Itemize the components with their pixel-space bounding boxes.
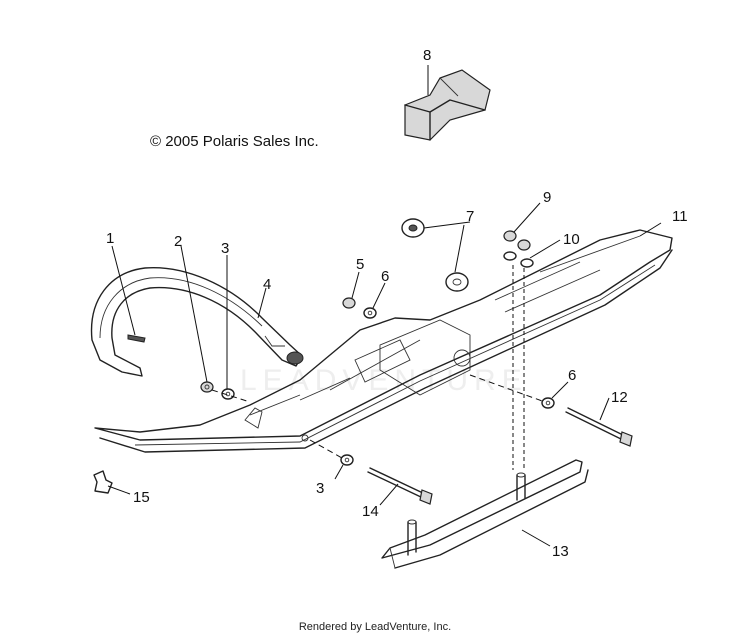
callout-15: 15 [133, 489, 150, 506]
part-10-washers [503, 251, 534, 268]
callout-14: 14 [362, 503, 379, 520]
part-5-nut [342, 297, 356, 309]
part-13-carbide-runner [381, 459, 589, 569]
callout-10: 10 [563, 231, 580, 248]
part-1-clip [127, 334, 146, 343]
footer-rendered-by: Rendered by LeadVenture, Inc. [298, 621, 452, 633]
callout-13: 13 [552, 543, 569, 560]
part-6-washer-lower [541, 397, 555, 409]
callout-3-lower: 3 [316, 480, 324, 497]
callout-4: 4 [263, 276, 271, 293]
callout-numbers: 8 1 2 3 4 5 6 7 9 10 11 6 12 3 14 13 15 [106, 47, 688, 560]
callout-2: 2 [174, 233, 182, 250]
leader-lines [107, 65, 662, 547]
part-6-washer-upper [363, 307, 377, 319]
part-8-bumper-pad [404, 69, 491, 141]
callout-7: 7 [466, 208, 474, 225]
part-2-nut [200, 381, 214, 393]
callout-8: 8 [423, 47, 431, 64]
callout-12: 12 [611, 389, 628, 406]
callout-6-upper: 6 [381, 268, 389, 285]
copyright-notice: © 2005 Polaris Sales Inc. [150, 133, 319, 150]
part-9-nuts [503, 230, 531, 251]
callout-6-lower: 6 [568, 367, 576, 384]
callout-3-upper: 3 [221, 240, 229, 257]
part-4-ski-loop [90, 267, 304, 377]
callout-5: 5 [356, 256, 364, 273]
part-14-bolt [367, 467, 433, 505]
part-15-fastener [93, 470, 113, 494]
callout-1: 1 [106, 230, 114, 247]
callout-11: 11 [672, 208, 688, 225]
part-11-ski [94, 229, 673, 453]
watermark-text: LEADVENTURE [240, 364, 528, 397]
part-12-bolt [565, 407, 633, 447]
part-3-washer-lower [340, 454, 354, 466]
callout-9: 9 [543, 189, 551, 206]
